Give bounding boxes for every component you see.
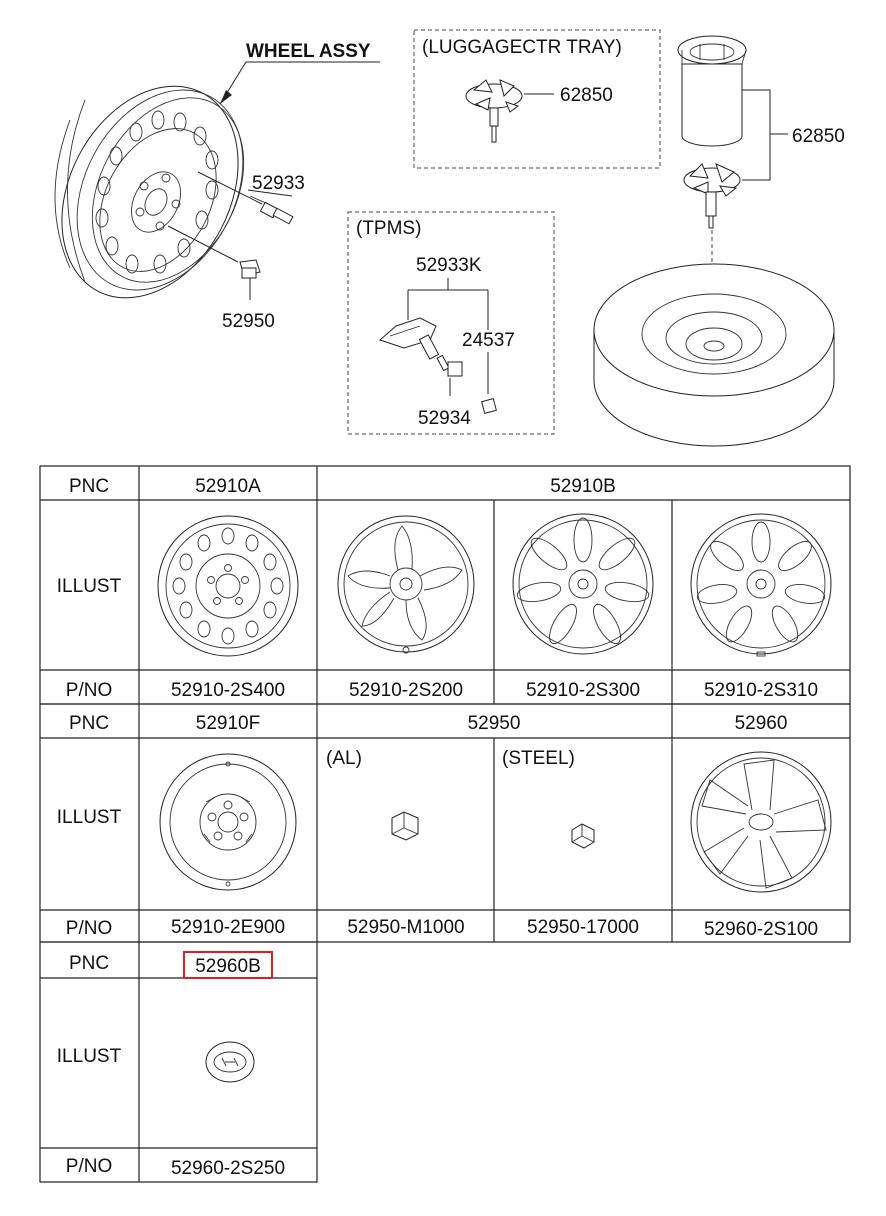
valve-stem-part: [249, 195, 294, 225]
lug-nut-steel-illustration: [571, 823, 595, 849]
row-label-pno-1: P/NO: [66, 680, 112, 701]
spare-tire: [593, 263, 835, 447]
table-block-2: [39, 703, 851, 943]
tpms-sensor-part: [379, 317, 450, 372]
highlight-box: [183, 951, 273, 979]
sub-label-al: (AL): [326, 748, 362, 769]
pnc-52960B: 52960B: [195, 956, 261, 977]
callout-52950: 52950: [222, 311, 275, 332]
row-label-pnc-2: PNC: [69, 713, 109, 734]
callout-52933: 52933: [252, 173, 305, 194]
row-label-illust-3: ILLUST: [57, 1046, 122, 1067]
pno-52910-2E900: 52910-2E900: [171, 917, 285, 938]
pnc-52910A: 52910A: [195, 476, 261, 497]
row-label-pnc-1: PNC: [69, 476, 109, 497]
luggage-tray-box: [413, 29, 661, 169]
tpms-title: (TPMS): [356, 218, 421, 239]
pnc-52960: 52960: [735, 713, 788, 734]
wheel-cover-illustration: [690, 751, 832, 893]
spare-holder-cylinder: [677, 35, 747, 147]
alloy-wheel-2S300-illustration: [512, 513, 654, 655]
pno-52910-2S300: 52910-2S300: [526, 680, 640, 701]
spare-holder-bolt: [683, 163, 741, 229]
callout-52934: 52934: [418, 408, 471, 429]
table-block-3: [39, 941, 318, 1183]
lug-nut-al-illustration: [391, 811, 419, 841]
sub-label-steel: (STEEL): [502, 748, 575, 769]
center-cap-illustration: [205, 1041, 255, 1083]
luggage-tray-title: (LUGGAGECTR TRAY): [422, 37, 622, 58]
callout-62850-tray: 62850: [560, 85, 613, 106]
lug-nut-part: [239, 259, 261, 279]
alloy-wheel-2S310-illustration: [690, 513, 832, 657]
tpms-valve-part: [447, 361, 463, 377]
pno-52950-M1000: 52950-M1000: [347, 917, 464, 938]
alloy-wheel-2S200-illustration: [337, 515, 475, 654]
spare-steel-wheel-illustration: [159, 753, 297, 891]
pno-52960-2S100: 52960-2S100: [704, 919, 818, 940]
luggage-tray-part: [465, 79, 523, 143]
tpms-box: [347, 211, 555, 435]
row-label-pnc-3: PNC: [69, 953, 109, 974]
pnc-52910F: 52910F: [196, 713, 260, 734]
row-label-pno-3: P/NO: [66, 1156, 112, 1177]
pnc-52950: 52950: [468, 713, 521, 734]
row-label-pno-2: P/NO: [66, 918, 112, 939]
pnc-52910B: 52910B: [550, 476, 616, 497]
pno-52960-2S250: 52960-2S250: [171, 1158, 285, 1179]
row-label-illust-1: ILLUST: [57, 576, 122, 597]
callout-52933K: 52933K: [416, 255, 482, 276]
row-label-illust-2: ILLUST: [57, 807, 122, 828]
pno-52950-17000: 52950-17000: [527, 917, 639, 938]
callout-24537: 24537: [462, 330, 515, 351]
pno-52910-2S200: 52910-2S200: [349, 680, 463, 701]
callout-62850-spare: 62850: [792, 126, 845, 147]
pno-52910-2S310: 52910-2S310: [704, 680, 818, 701]
pno-52910-2S400: 52910-2S400: [171, 680, 285, 701]
wheel-assy-illustration: [54, 85, 245, 299]
wheel-assy-label: WHEEL ASSY: [246, 41, 371, 62]
tpms-cap-part: [481, 398, 497, 414]
steel-wheel-illustration: [157, 515, 299, 657]
